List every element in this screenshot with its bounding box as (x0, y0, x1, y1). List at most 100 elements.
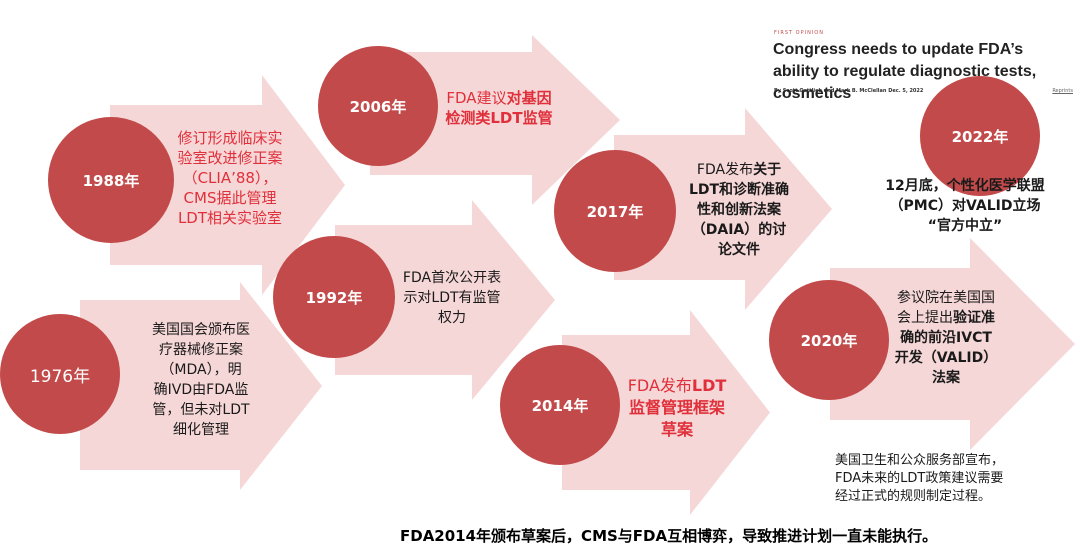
event-line: 12月底，个性化医学联盟 (850, 176, 1080, 196)
year-circle-2017: 2017年 (554, 150, 676, 272)
arrow-1976 (80, 282, 322, 490)
event-line: 确的前沿IVCT (876, 328, 1016, 348)
event-line: 示对LDT有监管 (382, 288, 522, 308)
hhs-announcement-note: 美国卫生和公众服务部宣布， FDA未来的LDT政策建议需要 经过正式的规则制定过… (835, 452, 1075, 506)
hhs-note-line: 美国卫生和公众服务部宣布， (835, 453, 1005, 468)
event-line: LDT相关实验室 (168, 208, 292, 228)
event-text-1976: 美国国会颁布医疗器械修正案 （MDA），明确IVD由FDA监管，但未对LDT 细化管… (126, 320, 276, 440)
event-line: 法案 (876, 368, 1016, 388)
event-line: 修订形成临床实 (168, 128, 292, 148)
footer-summary: FDA2014年颁布草案后，CMS与FDA互相博弈，导致推进计划一直未能执行。 (400, 527, 938, 545)
event-line: 监督管理框架 (612, 397, 742, 419)
event-line: 检测类LDT监管 (434, 108, 564, 128)
event-text-segment: 参议院在美国国 (897, 290, 995, 306)
event-text-segment: 验室改进修正案 (177, 149, 283, 167)
arrow-2020 (830, 238, 1075, 450)
event-line: “官方中立” (850, 216, 1080, 236)
year-label: 2022年 (951, 127, 1009, 146)
event-text-2006: FDA建议对基因检测类LDT监管 (434, 88, 564, 128)
event-text-segment: FDA发布 (696, 162, 754, 178)
event-text-segment: 管，但未对LDT (152, 402, 250, 418)
event-line: 会上提出验证准 (876, 308, 1016, 328)
year-label: 2020年 (800, 331, 858, 350)
event-line: 管，但未对LDT (126, 400, 276, 420)
event-text-segment: 验证准 (953, 310, 995, 326)
year-label: 1992年 (305, 288, 363, 307)
arrow-2017 (614, 108, 832, 310)
event-text-segment: “官方中立” (927, 218, 1003, 234)
arrow-2006 (370, 35, 620, 205)
article-headline: Congress needs to update FDA’s ability t… (773, 41, 1037, 102)
event-text-segment: 修订形成临床实 (177, 129, 283, 147)
year-label: 1988年 (82, 171, 140, 190)
event-text-segment: 细化管理 (173, 422, 229, 438)
event-line: 疗器械修正案 (126, 340, 276, 360)
event-line: （PMC）对VALID立场 (850, 196, 1080, 216)
year-circle-2022: 2022年 (920, 76, 1040, 196)
event-line: 开发（VALID） (876, 348, 1016, 368)
event-text-segment: 疗器械修正案 (159, 342, 243, 358)
event-text-segment: LDT和诊断准确 (688, 182, 790, 198)
event-text-segment: FDA发布 (627, 376, 692, 395)
arrow-1988 (110, 75, 345, 295)
event-text-segment: 权力 (438, 310, 466, 326)
event-line: （DAIA）的讨 (664, 220, 814, 240)
year-circle-1988: 1988年 (48, 117, 174, 243)
event-text-segment: （PMC）对VALID立场 (889, 198, 1041, 214)
event-line: 权力 (382, 308, 522, 328)
event-line: 参议院在美国国 (876, 288, 1016, 308)
event-line: 美国国会颁布医 (126, 320, 276, 340)
event-line: 草案 (612, 419, 742, 441)
event-line: 验室改进修正案 (168, 148, 292, 168)
event-text-segment: 性和创新法案 (697, 202, 781, 218)
news-article-clipping: FIRST OPINION Congress needs to update F… (770, 26, 1075, 102)
event-line: FDA首次公开表 (382, 268, 522, 288)
event-line: FDA建议对基因 (434, 88, 564, 108)
event-text-segment: CMS据此管理 (183, 189, 277, 207)
article-reprints-link[interactable]: Reprints (1052, 88, 1073, 94)
article-tag: FIRST OPINION (774, 30, 824, 36)
event-line: FDA发布LDT (612, 375, 742, 397)
event-text-segment: 美国国会颁布医 (152, 322, 250, 338)
event-text-segment: 示对LDT有监管 (403, 290, 501, 306)
event-line: FDA发布关于 (664, 160, 814, 180)
event-text-segment: （DAIA）的讨 (691, 222, 787, 238)
year-label: 2006年 (349, 97, 407, 116)
event-line: 性和创新法案 (664, 200, 814, 220)
hhs-note-line: FDA未来的LDT政策建议需要 (835, 471, 1004, 486)
event-line: （CLIA’88）， (168, 168, 292, 188)
year-circle-2020: 2020年 (769, 280, 889, 400)
event-text-segment: 会上提出 (897, 310, 953, 326)
event-text-segment: 草案 (660, 420, 693, 439)
event-text-segment: 对基因 (506, 89, 552, 107)
event-text-segment: 关于 (753, 162, 782, 178)
event-text-segment: FDA首次公开表 (402, 270, 502, 286)
article-byline: By Scott Gottlieb and Mark B. McClellan … (774, 88, 924, 94)
event-text-1992: FDA首次公开表示对LDT有监管权力 (382, 268, 522, 328)
arrow-1992 (335, 200, 555, 400)
event-text-2022: 12月底，个性化医学联盟 （PMC）对VALID立场 “官方中立” (850, 176, 1080, 236)
event-text-segment: 确的前沿IVCT (900, 330, 992, 346)
year-circle-1976: 1976年 (0, 314, 120, 434)
year-circle-2006: 2006年 (318, 46, 438, 166)
event-line: 论文件 (664, 240, 814, 260)
event-text-segment: 开发（VALID） (894, 350, 998, 366)
event-text-1988: 修订形成临床实验室改进修正案 （CLIA’88）， CMS据此管理 LDT相关实验室 (168, 128, 292, 228)
event-text-segment: LDT相关实验室 (177, 209, 283, 227)
event-text-segment: LDT (691, 376, 727, 395)
event-text-segment: 监督管理框架 (628, 398, 725, 417)
event-text-segment: （CLIA’88）， (182, 169, 278, 187)
event-line: 细化管理 (126, 420, 276, 440)
year-label: 2017年 (586, 202, 644, 221)
event-text-segment: 论文件 (718, 242, 760, 258)
year-circle-2014: 2014年 (500, 345, 620, 465)
year-label: 2014年 (531, 396, 589, 415)
event-text-segment: 检测类LDT监管 (445, 109, 553, 127)
event-text-segment: 确IVD由FDA监 (153, 382, 249, 398)
event-line: 确IVD由FDA监 (126, 380, 276, 400)
event-text-segment: FDA建议 (446, 89, 507, 107)
event-line: （MDA），明 (126, 360, 276, 380)
